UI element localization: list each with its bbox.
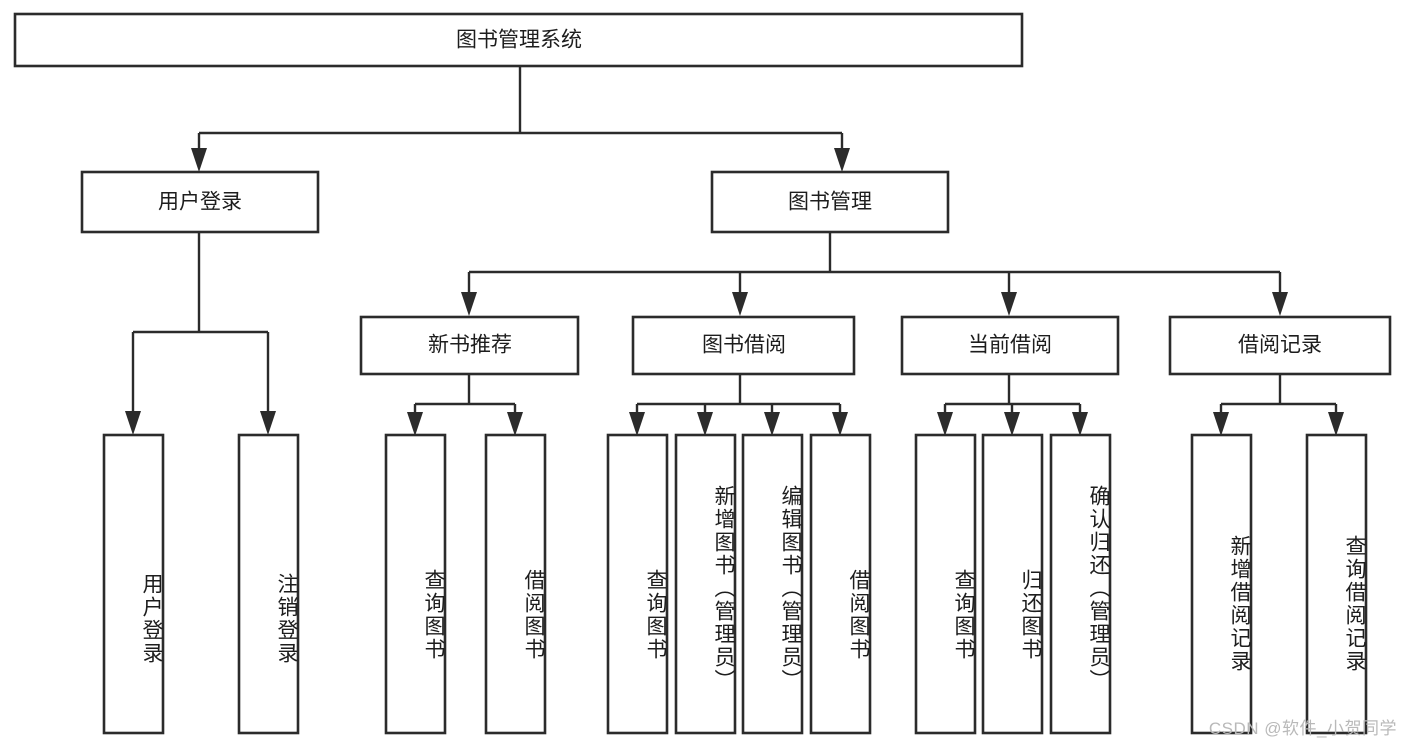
connector-group-book-mgmt [461, 232, 1288, 316]
node-user-login[interactable]: 用户登录 [80, 170, 320, 234]
node-book-management-box[interactable] [710, 170, 950, 234]
arrow-book-c3-icon [1001, 292, 1017, 316]
node-borrow-records[interactable]: 借阅记录 [1168, 315, 1392, 376]
connector-group-new-books [407, 374, 523, 436]
node-new-book-recommend[interactable]: 新书推荐 [359, 315, 580, 376]
node-new-book-recommend-box[interactable] [359, 315, 580, 376]
node-user-login-label: 用户登录 [158, 191, 242, 214]
arrow-records-l2-icon [1328, 412, 1344, 436]
connector-group-current-borrow [937, 374, 1088, 436]
node-book-management-label: 图书管理 [788, 191, 872, 214]
leaf-box-query-books-b[interactable] [606, 433, 669, 735]
node-current-borrow-label: 当前借阅 [968, 334, 1052, 357]
leaf-box-confirm-return-admin[interactable] [1049, 433, 1112, 735]
node-borrow-records-box[interactable] [1168, 315, 1392, 376]
leaf-boxes-group [102, 433, 1368, 735]
csdn-watermark: CSDN @软件_小贺同学 [1208, 719, 1397, 738]
arrow-book-c4-icon [1272, 292, 1288, 316]
node-root-system-label: 图书管理系统 [456, 29, 582, 52]
leaf-box-borrow-books-b[interactable] [809, 433, 872, 735]
arrow-book-c2-icon [732, 292, 748, 316]
leaf-box-edit-book-admin[interactable] [741, 433, 804, 735]
node-new-book-recommend-label: 新书推荐 [428, 334, 512, 357]
arrow-user-l2-icon [260, 411, 276, 435]
node-current-borrow[interactable]: 当前借阅 [900, 315, 1120, 376]
arrow-root-to-user-icon [191, 148, 207, 172]
arrow-records-l1-icon [1213, 412, 1229, 436]
node-book-borrow-label: 图书借阅 [702, 334, 786, 357]
arrow-borrow-l1-icon [629, 412, 645, 436]
leaf-box-return-books[interactable] [981, 433, 1044, 735]
arrow-current-l2-icon [1004, 412, 1020, 436]
leaf-box-borrow-books-a[interactable] [484, 433, 547, 735]
leaf-box-query-borrow-record[interactable] [1305, 433, 1368, 735]
leaf-box-user-login[interactable] [102, 433, 165, 735]
node-current-borrow-box[interactable] [900, 315, 1120, 376]
arrow-book-c1-icon [461, 292, 477, 316]
arrow-current-l1-icon [937, 412, 953, 436]
connector-group-root [191, 66, 850, 172]
connector-group-borrow-records [1213, 374, 1344, 436]
leaf-box-logout[interactable] [237, 433, 300, 735]
node-root-system[interactable]: 图书管理系统 [13, 12, 1024, 68]
arrow-root-to-book-icon [834, 148, 850, 172]
arrow-newbooks-l1-icon [407, 412, 423, 436]
arrow-user-l1-icon [125, 411, 141, 435]
node-root-system-box[interactable] [13, 12, 1024, 68]
connector-group-user-login [125, 232, 276, 435]
connector-group-book-borrow [629, 374, 848, 436]
arrow-borrow-l4-icon [832, 412, 848, 436]
leaf-box-add-borrow-record[interactable] [1190, 433, 1253, 735]
node-book-management[interactable]: 图书管理 [710, 170, 950, 234]
node-borrow-records-label: 借阅记录 [1238, 334, 1322, 357]
node-user-login-box[interactable] [80, 170, 320, 234]
arrow-current-l3-icon [1072, 412, 1088, 436]
arrow-newbooks-l2-icon [507, 412, 523, 436]
node-book-borrow-box[interactable] [631, 315, 856, 376]
leaf-box-query-books-c[interactable] [914, 433, 977, 735]
leaf-box-query-books-a[interactable] [384, 433, 447, 735]
leaf-box-add-book-admin[interactable] [674, 433, 737, 735]
arrow-borrow-l2-icon [697, 412, 713, 436]
node-book-borrow[interactable]: 图书借阅 [631, 315, 856, 376]
arrow-borrow-l3-icon [764, 412, 780, 436]
